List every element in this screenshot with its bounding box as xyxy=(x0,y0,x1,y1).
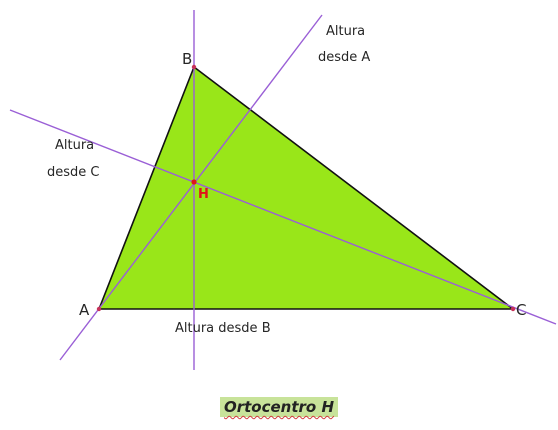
vertex-c-point xyxy=(510,306,516,312)
altitude-from-a-label-line1: Altura xyxy=(326,24,365,39)
orthocenter-label: H xyxy=(198,187,209,202)
altitude-from-c-label-line1: Altura xyxy=(55,138,94,153)
altitude-from-a-label-line2: desde A xyxy=(318,50,370,65)
vertex-a-point xyxy=(96,306,102,312)
caption: Ortocentro H xyxy=(0,397,558,417)
altitude-from-c-line xyxy=(9,109,557,325)
vertex-a-label: A xyxy=(79,301,90,319)
altitude-from-c-label-line2: desde C xyxy=(47,165,99,180)
vertex-b-point xyxy=(191,64,197,70)
vertex-c-label: C xyxy=(516,301,526,319)
vertex-b-label: B xyxy=(182,50,192,68)
altitude-from-b-label: Altura desde B xyxy=(175,321,271,336)
altitude-from-a-line xyxy=(59,14,323,361)
orthocenter-point xyxy=(191,179,197,185)
caption-text: Ortocentro H xyxy=(219,397,339,417)
triangle-abc xyxy=(97,65,516,310)
